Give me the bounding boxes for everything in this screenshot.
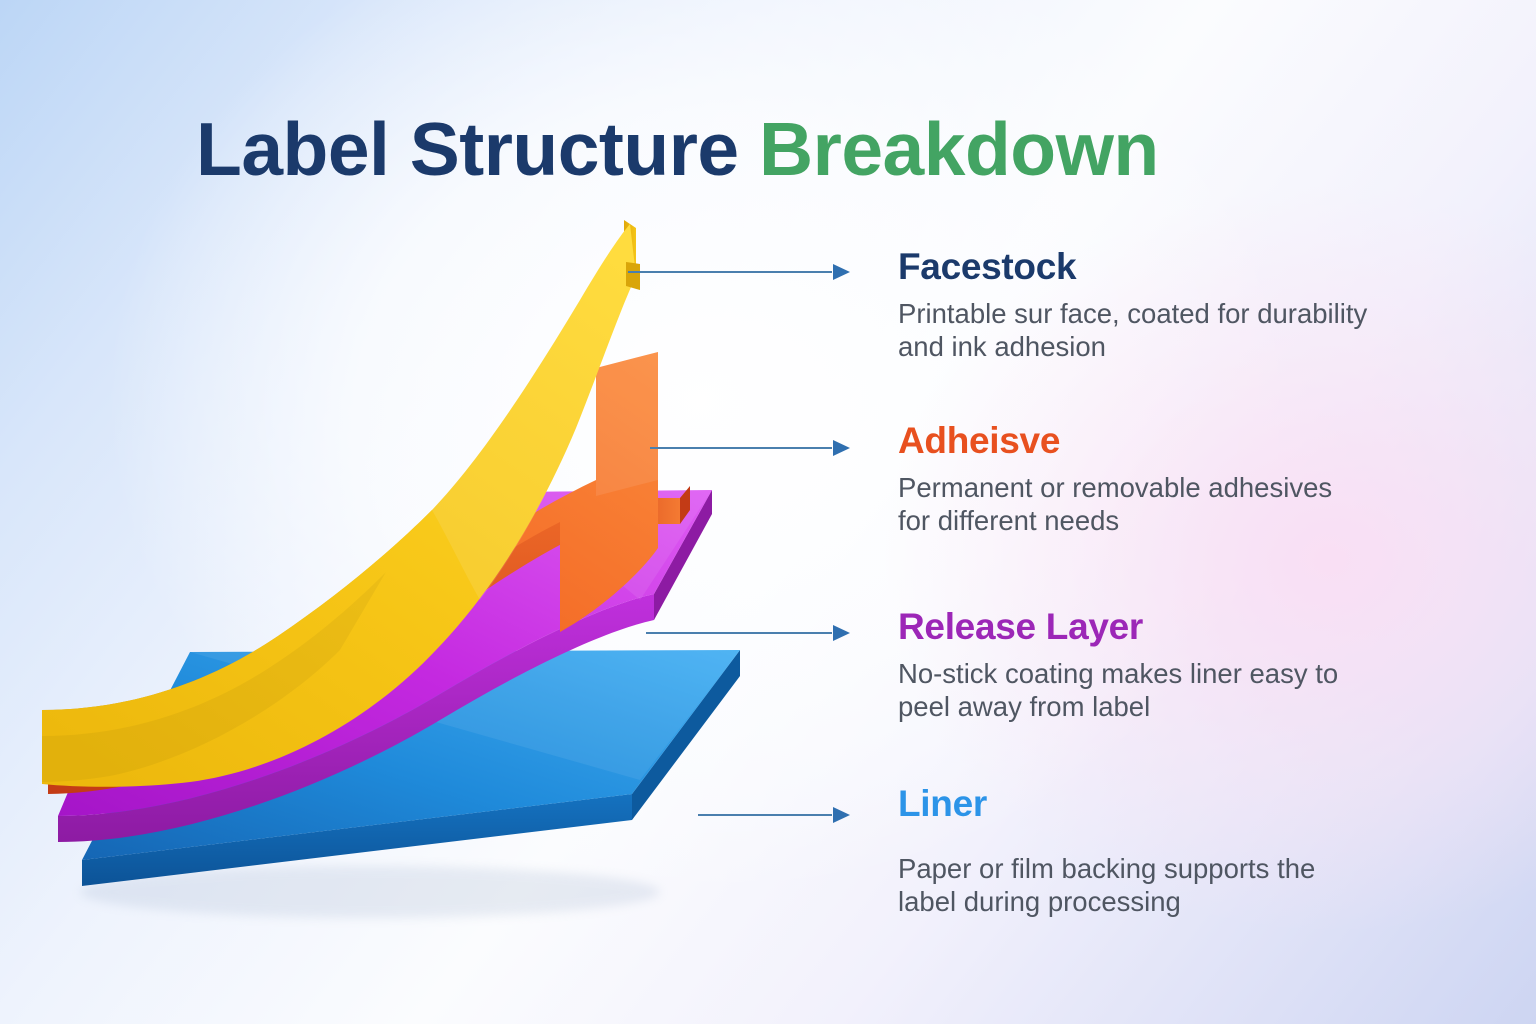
connector-facestock bbox=[628, 262, 850, 282]
callout-heading: Adheisve bbox=[898, 420, 1061, 461]
callout-release-layer: Release Layer No-stick coating makes lin… bbox=[898, 606, 1418, 724]
callout-facestock: Facestock Printable sur face, coated for… bbox=[898, 246, 1418, 364]
arrowhead-icon bbox=[833, 625, 850, 641]
callout-description: Permanent or removable adhesives for dif… bbox=[898, 471, 1333, 537]
arrowhead-icon bbox=[833, 807, 850, 823]
callout-adhesive: Adheisve Permanent or removable adhesive… bbox=[898, 420, 1418, 538]
callout-heading: Liner bbox=[898, 783, 987, 824]
callout-description: Printable sur face, coated for durabilit… bbox=[898, 297, 1368, 363]
connector-adhesive bbox=[650, 438, 850, 458]
connector-liner bbox=[698, 805, 850, 825]
label-layer-stack-diagram bbox=[42, 220, 740, 918]
callout-description: No-stick coating makes liner easy to pee… bbox=[898, 657, 1339, 723]
arrowhead-icon bbox=[833, 264, 850, 280]
connector-line bbox=[698, 814, 832, 816]
connector-line bbox=[628, 271, 832, 273]
page-title-main: Label Structure bbox=[196, 107, 759, 192]
stack-shadow bbox=[80, 866, 660, 918]
facestock-layer bbox=[42, 220, 640, 787]
connector-line bbox=[650, 447, 832, 449]
connector-release-layer bbox=[646, 623, 850, 643]
page-title-accent: Breakdown bbox=[758, 107, 1159, 192]
callout-heading: Facestock bbox=[898, 246, 1077, 287]
page-title: Label Structure Breakdown bbox=[196, 112, 1159, 187]
arrowhead-icon bbox=[833, 440, 850, 456]
callout-heading: Release Layer bbox=[898, 606, 1144, 647]
callout-liner: Liner Paper or film backing supports the… bbox=[898, 783, 1418, 919]
connector-line bbox=[646, 632, 832, 634]
callout-description: Paper or film backing supports the label… bbox=[898, 852, 1316, 918]
